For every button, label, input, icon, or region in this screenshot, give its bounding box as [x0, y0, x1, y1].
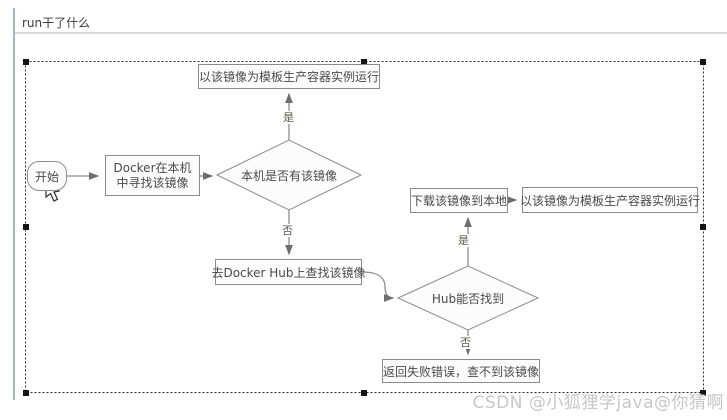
edge-label-yes-local: 是	[282, 111, 295, 124]
node-run-container-right[interactable]: 以该镜像为模板生产容器实例运行	[520, 187, 700, 213]
resize-handle-s[interactable]	[361, 390, 367, 396]
edge-label-no-hub: 否	[459, 336, 472, 349]
edge-searchhub-decision2	[361, 271, 395, 302]
node-search-docker-hub[interactable]: 去Docker Hub上查找该镜像	[211, 259, 366, 285]
resize-handle-se[interactable]	[700, 390, 706, 396]
resize-handle-n[interactable]	[361, 59, 367, 65]
node-return-failure[interactable]: 返回失败错误，查不到该镜像	[382, 359, 540, 383]
node-run-container-top[interactable]: 以该镜像为模板生产容器实例运行	[198, 64, 380, 89]
resize-handle-ne[interactable]	[700, 59, 706, 65]
edge-label-yes-hub: 是	[457, 234, 470, 247]
resize-handle-e[interactable]	[700, 224, 706, 230]
decision-node-local-has-image[interactable]	[215, 139, 363, 211]
left-panel-border	[13, 8, 15, 400]
node-start[interactable]: 开始	[27, 161, 67, 191]
page-title: run干了什么	[22, 16, 91, 30]
header-divider	[15, 32, 727, 34]
node-download-image[interactable]: 下载该镜像到本地	[410, 188, 508, 213]
selection-rect	[25, 61, 704, 393]
edge-label-no-local: 否	[281, 224, 294, 237]
selection-handles	[23, 59, 706, 396]
node-find-local-image[interactable]: Docker在本机中寻找该镜像	[105, 155, 200, 196]
decision-node-hub-found[interactable]	[396, 265, 540, 331]
csdn-watermark: CSDN @小狐狸学java@你猜啊	[472, 393, 724, 413]
resize-handle-nw[interactable]	[23, 59, 29, 65]
resize-handle-w[interactable]	[23, 224, 29, 230]
resize-handle-sw[interactable]	[23, 390, 29, 396]
